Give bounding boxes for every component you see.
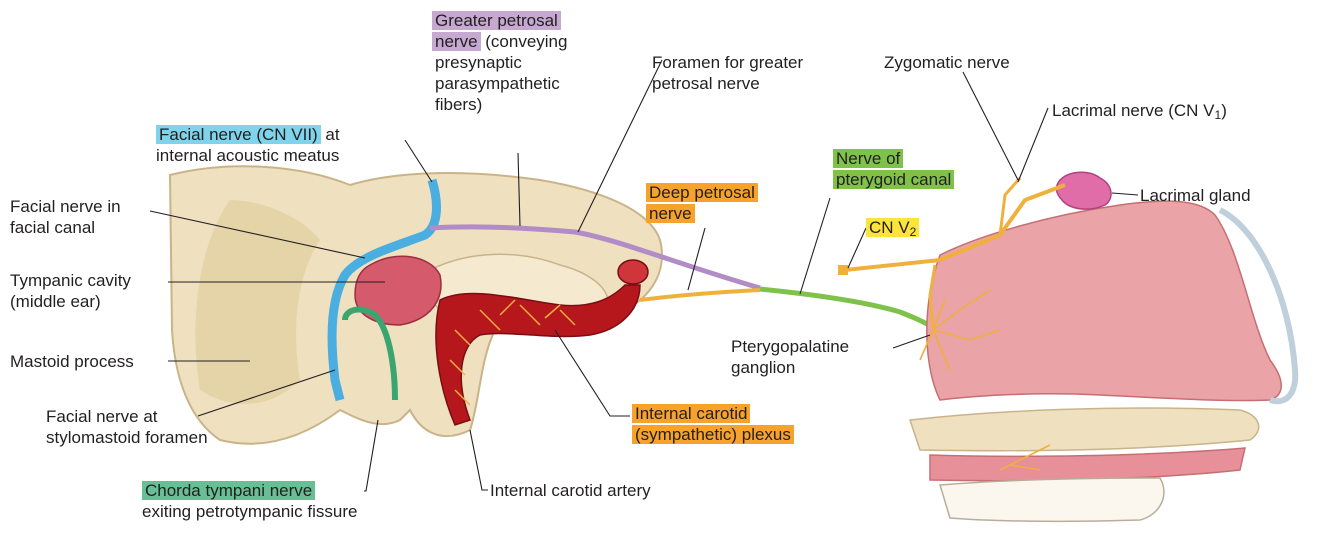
lacrimal-gland (1056, 172, 1111, 209)
label-mastoid-process: Mastoid process (10, 351, 134, 372)
deep-petrosal-nerve (640, 290, 760, 300)
label-internal-carotid-plexus: Internal carotid(sympathetic) plexus (632, 403, 794, 445)
label-tympanic-cavity: Tympanic cavity(middle ear) (10, 270, 131, 312)
label-zygomatic-nerve: Zygomatic nerve (884, 52, 1010, 73)
nerve-of-pterygoid-canal (760, 289, 933, 328)
label-internal-carotid-artery: Internal carotid artery (490, 480, 651, 501)
label-cn-v2: CN V2 (866, 217, 919, 238)
highlight-blue: Facial nerve (CN VII) (156, 125, 321, 144)
label-lacrimal-nerve: Lacrimal nerve (CN V1) (1052, 100, 1227, 121)
label-lacrimal-gland: Lacrimal gland (1140, 185, 1251, 206)
